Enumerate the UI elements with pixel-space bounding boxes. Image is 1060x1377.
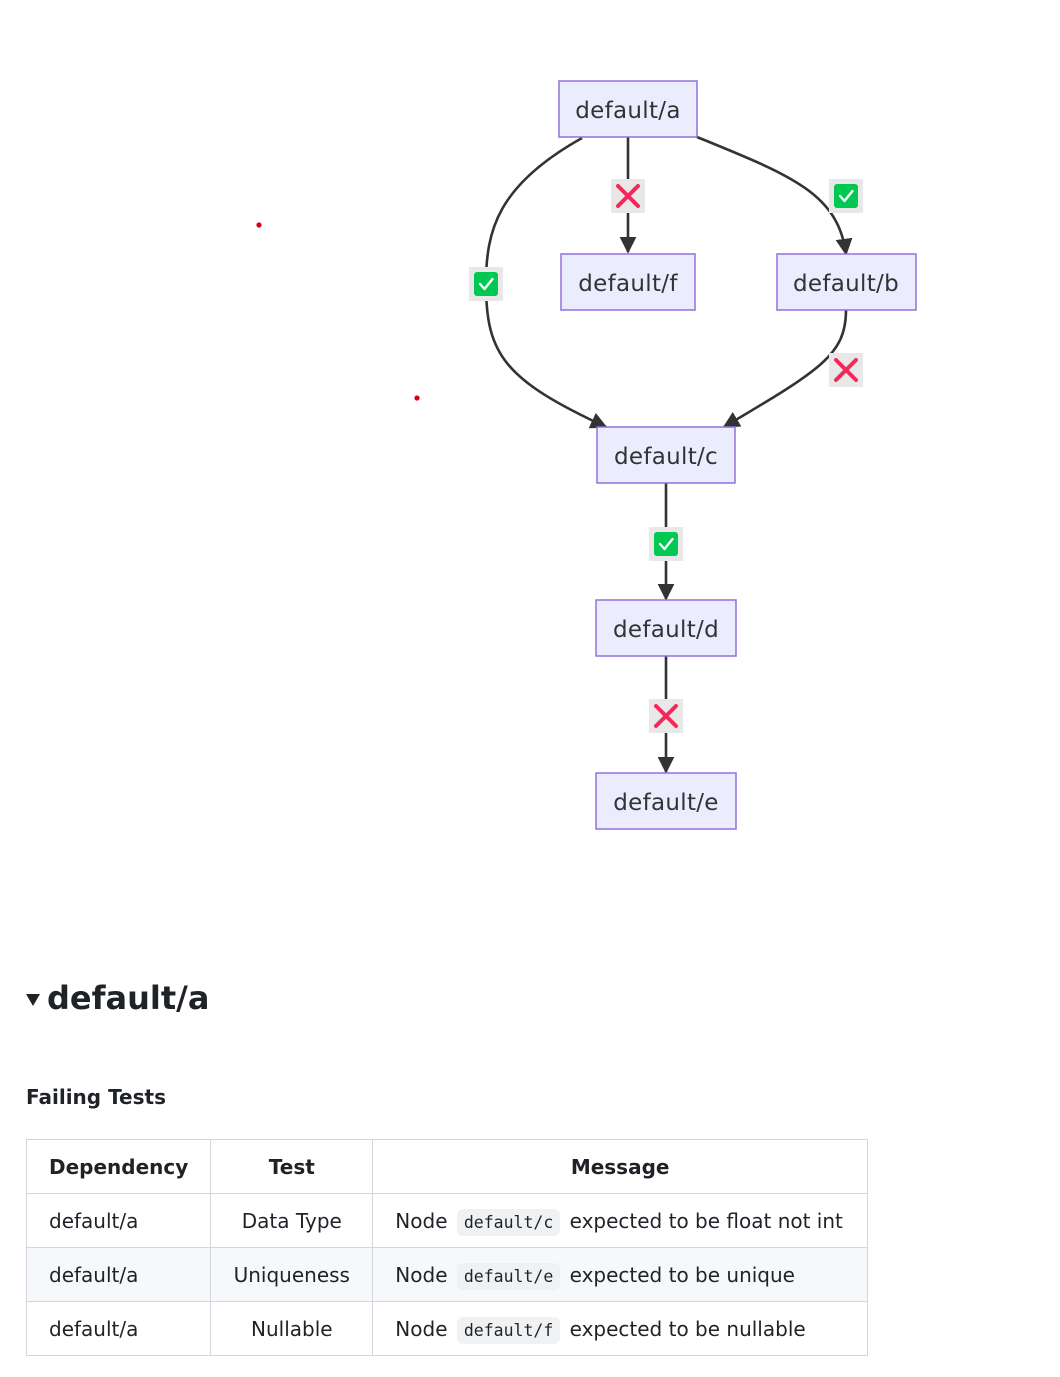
message-cell: Node default/c expected to be float not … (372, 1193, 868, 1248)
table-row: default/a Data Type Node default/c expec… (25, 1193, 868, 1248)
node-label: default/e (613, 790, 719, 816)
check-icon (834, 184, 858, 208)
message-prefix: Node (395, 1316, 448, 1341)
dependency-cell: default/a (25, 1247, 212, 1302)
node-code: default/c (456, 1208, 561, 1236)
details-summary[interactable]: default/a (26, 975, 868, 1021)
column-header-test: Test (210, 1139, 374, 1194)
node-default-c[interactable]: default/c (596, 426, 736, 484)
disclosure-triangle-icon[interactable] (26, 994, 40, 1006)
edge-label-a-f (611, 179, 645, 213)
node-default-d[interactable]: default/d (595, 599, 737, 657)
message-prefix: Node (395, 1262, 448, 1287)
message-suffix: expected to be float not int (569, 1208, 843, 1233)
cross-icon (834, 358, 858, 382)
check-icon (474, 272, 498, 296)
node-code: default/f (456, 1316, 561, 1344)
edge-label-d-e (649, 699, 683, 733)
dependency-cell: default/a (25, 1301, 212, 1356)
test-cell: Uniqueness (210, 1247, 374, 1302)
dependency-cell: default/a (25, 1193, 212, 1248)
edge-label-a-b (829, 179, 863, 213)
cross-icon (616, 184, 640, 208)
failing-tests-heading: Failing Tests (26, 1085, 166, 1109)
node-label: default/d (613, 617, 719, 643)
node-default-e[interactable]: default/e (595, 772, 737, 830)
edge-label-b-c (829, 353, 863, 387)
node-default-a[interactable]: default/a (558, 80, 698, 138)
table-row: default/a Nullable Node default/f expect… (25, 1301, 868, 1356)
edge-label-a-c (469, 267, 503, 301)
test-cell: Nullable (210, 1301, 374, 1356)
details-section: default/a Failing Tests Dependency Test … (25, 975, 868, 1356)
edge-a-to-b (696, 135, 853, 256)
node-label: default/b (793, 271, 899, 297)
node-label: default/c (614, 444, 718, 470)
edge-label-c-d (649, 527, 683, 561)
failing-tests-table: Dependency Test Message default/a Data T… (25, 1139, 868, 1356)
node-default-f[interactable]: default/f (560, 253, 696, 311)
table-row: default/a Uniqueness Node default/e expe… (25, 1247, 868, 1302)
message-prefix: Node (395, 1208, 448, 1233)
node-default-b[interactable]: default/b (776, 253, 917, 311)
cross-icon (654, 704, 678, 728)
dependency-graph: default/a default/f default/b default/c … (256, 80, 917, 830)
marker-dot (414, 395, 420, 401)
section-title: default/a (47, 979, 210, 1017)
marker-dot (256, 222, 262, 228)
message-cell: Node default/f expected to be nullable (372, 1301, 868, 1356)
message-cell: Node default/e expected to be unique (372, 1247, 868, 1302)
column-header-dependency: Dependency (25, 1139, 212, 1194)
node-code: default/e (456, 1262, 561, 1290)
column-header-message: Message (372, 1139, 868, 1194)
table-header-row: Dependency Test Message (25, 1139, 868, 1194)
message-suffix: expected to be unique (569, 1262, 795, 1287)
edge-b-to-c (722, 309, 848, 429)
test-cell: Data Type (210, 1193, 374, 1248)
message-suffix: expected to be nullable (569, 1316, 806, 1341)
node-label: default/a (575, 98, 680, 124)
check-icon (654, 532, 678, 556)
node-label: default/f (578, 271, 678, 297)
